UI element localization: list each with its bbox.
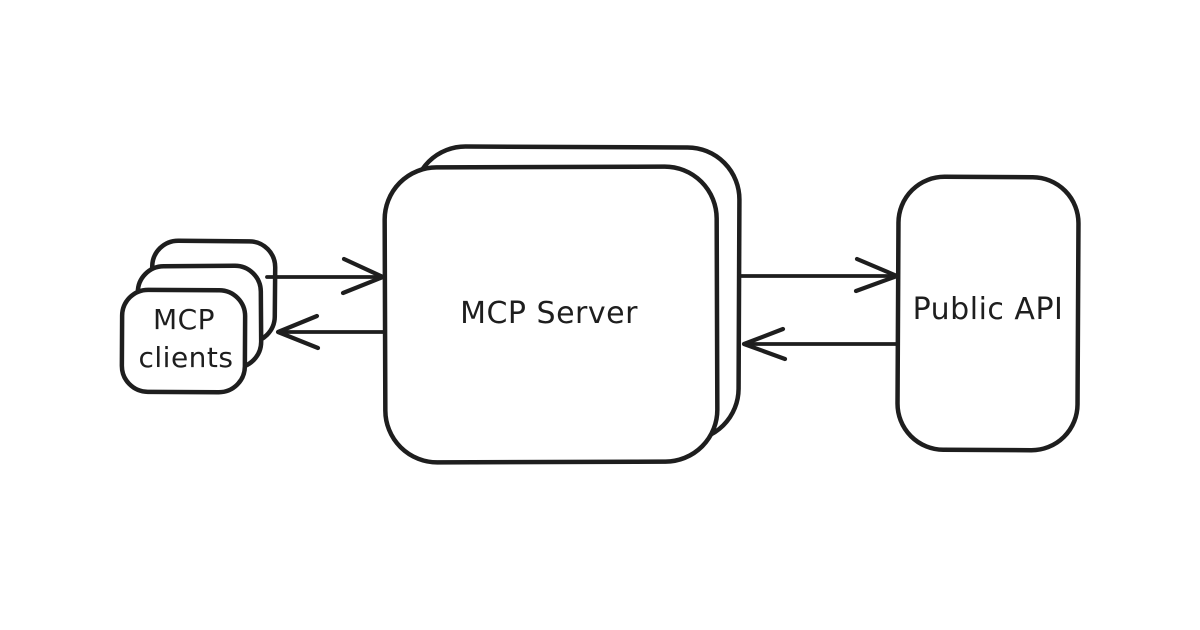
edge-server-to-clients [275, 313, 385, 351]
node-public-api: Public API [895, 174, 1081, 453]
edge-api-to-server [741, 326, 899, 362]
node-mcp-server: MCP Server [382, 144, 742, 465]
mcp-clients-card-front [119, 287, 248, 395]
node-mcp-clients: MCP clients [119, 238, 278, 395]
edge-server-to-clients-arrowhead [275, 313, 321, 351]
mcp-clients-label-line1: MCP [153, 303, 215, 336]
edge-server-to-api [738, 256, 900, 294]
mcp-server-box-front [382, 164, 720, 465]
edge-clients-to-server [265, 256, 386, 296]
mcp-server-label: MCP Server [460, 296, 638, 331]
mcp-clients-label-line2: clients [139, 341, 234, 374]
edge-api-to-server-arrowhead [741, 326, 788, 362]
public-api-box [895, 174, 1081, 453]
public-api-label: Public API [913, 292, 1064, 327]
